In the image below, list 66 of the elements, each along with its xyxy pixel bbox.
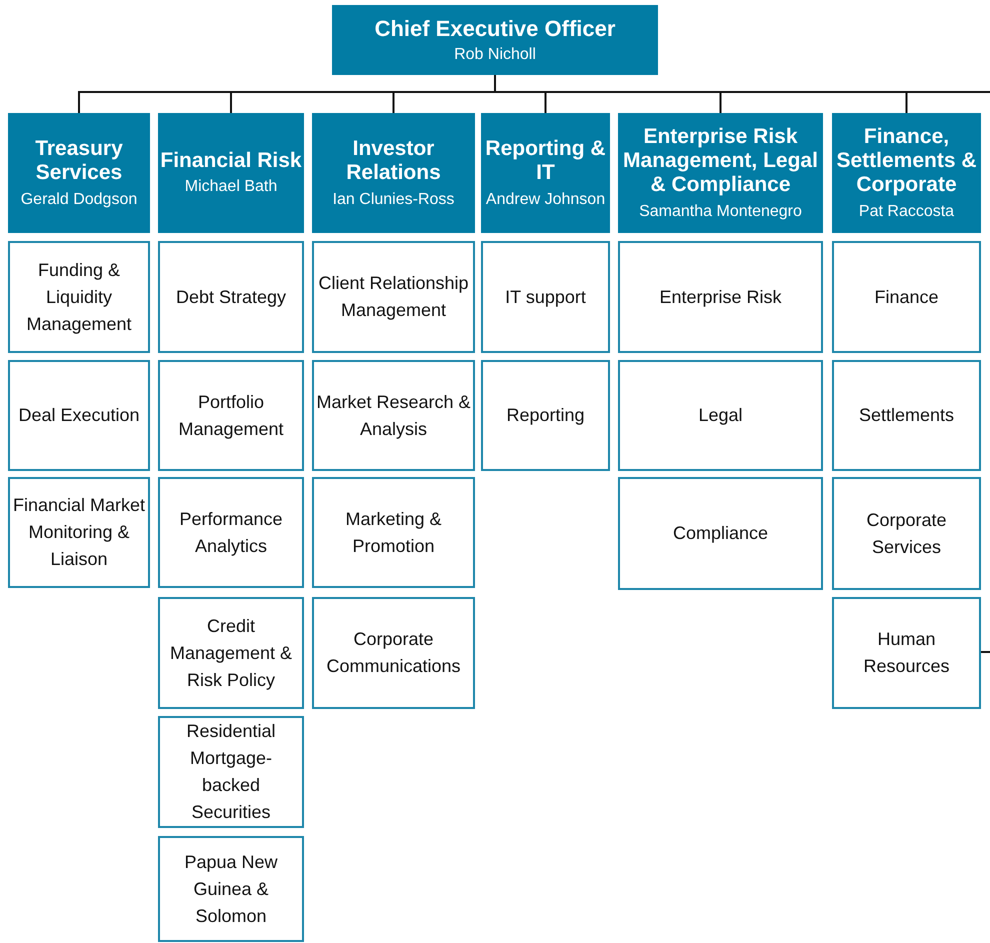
- unit-box: [158, 597, 304, 709]
- unit-box: [312, 360, 475, 471]
- person-name: Andrew Johnson: [486, 190, 606, 209]
- unit-name: Finance: [874, 286, 939, 308]
- unit-name: Debt Strategy: [176, 286, 286, 309]
- unit-name: Corporate Services: [865, 508, 948, 558]
- unit-box: [832, 360, 981, 471]
- unit-name: Compliance: [672, 522, 768, 545]
- person-name: Gerald Dodgson: [20, 190, 138, 209]
- division-box: [832, 113, 981, 233]
- unit-name: Legal: [698, 404, 743, 427]
- unit-name: Reporting: [506, 404, 585, 427]
- person-name: Michael Bath: [184, 177, 278, 197]
- person-name: Rob Nicholl: [454, 45, 536, 64]
- role-title: Reporting & IT: [484, 137, 607, 186]
- role-title: Financial Risk: [160, 149, 302, 174]
- unit-box: [312, 241, 475, 353]
- unit-name: Financial Market Monitoring & Liaison: [12, 494, 146, 571]
- unit-name: Market Research & Analysis: [316, 390, 471, 441]
- role-title: Investor Relations: [345, 137, 442, 186]
- person-name: Pat Raccosta: [858, 202, 954, 221]
- unit-box: [832, 477, 981, 590]
- unit-name: Residential Mortgage-backed Securities: [185, 720, 277, 824]
- person-name: Ian Clunies-Ross: [332, 190, 454, 209]
- unit-box: [158, 241, 304, 353]
- unit-box: [312, 597, 475, 709]
- unit-name: Enterprise Risk: [659, 286, 782, 309]
- unit-box: [618, 360, 823, 471]
- unit-box: [618, 477, 823, 590]
- unit-box: [8, 360, 150, 471]
- unit-name: Client Relationship Management: [317, 272, 470, 322]
- division-box: [8, 113, 150, 233]
- connector-line: [981, 651, 990, 653]
- unit-box: [481, 360, 610, 471]
- unit-box: [158, 836, 304, 942]
- unit-box: [158, 716, 304, 828]
- person-name: Samantha Montenegro: [639, 202, 802, 221]
- unit-box: [8, 241, 150, 353]
- unit-name: Papua New Guinea & Solomon: [183, 850, 279, 928]
- unit-box: [158, 477, 304, 588]
- division-box: [312, 113, 475, 233]
- role-title: Enterprise Risk Management, Legal & Compliance: [622, 125, 819, 198]
- unit-name: Portfolio Management: [177, 390, 285, 441]
- unit-name: Marketing & Promotion: [344, 508, 443, 558]
- unit-box: [832, 241, 981, 353]
- unit-name: IT support: [505, 286, 586, 309]
- unit-name: Funding & Liquidity Management: [25, 258, 133, 336]
- unit-box: [8, 477, 150, 588]
- division-box: [618, 113, 823, 233]
- unit-name: Performance Analytics: [178, 508, 284, 558]
- division-box: [481, 113, 610, 233]
- unit-name: Credit Management & Risk Policy: [168, 614, 294, 692]
- role-title: Finance, Settlements & Corporate: [835, 125, 978, 198]
- division-box: [158, 113, 304, 233]
- unit-box: [481, 241, 610, 353]
- executive-box: [332, 5, 658, 75]
- role-title: Chief Executive Officer: [374, 16, 616, 42]
- role-title: Treasury Services: [34, 137, 124, 186]
- unit-box: [158, 360, 304, 471]
- unit-name: Human Resources: [862, 628, 951, 678]
- unit-box: [312, 477, 475, 588]
- unit-name: Corporate Communications: [325, 628, 462, 678]
- unit-name: Settlements: [858, 404, 954, 427]
- unit-box: [618, 241, 823, 353]
- unit-box: [832, 597, 981, 709]
- unit-name: Deal Execution: [18, 404, 140, 427]
